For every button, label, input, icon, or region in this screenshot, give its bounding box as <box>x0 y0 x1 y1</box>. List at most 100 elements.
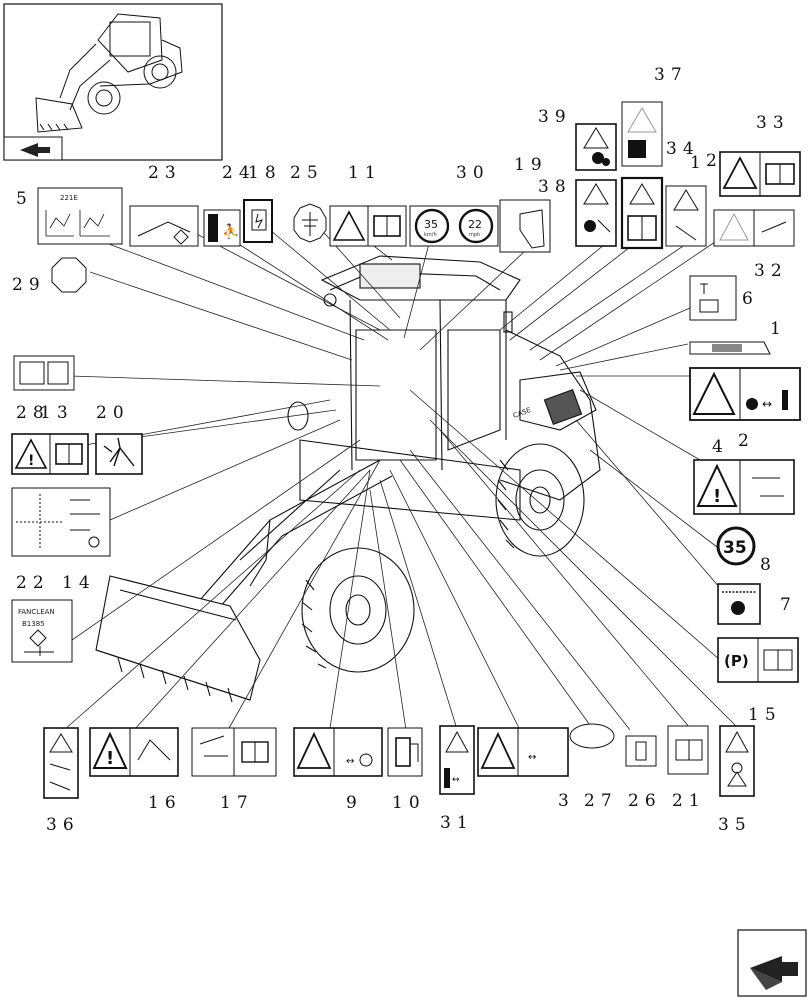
callout-17: 17 <box>220 793 254 813</box>
decal-9-arrow-icon: ↔ <box>346 756 354 767</box>
decal-22: FANCLEAN B1385 <box>11 599 73 663</box>
thumbnail-arrow-icon <box>20 143 50 157</box>
decal-8: 35 <box>716 526 756 566</box>
decal-15: (P) <box>717 637 799 683</box>
decal-19 <box>499 199 551 253</box>
callout-3: 3 <box>558 791 575 811</box>
decal-21 <box>667 725 709 775</box>
decal-24: ⛹ <box>203 209 241 247</box>
decal-4-exclaim: ! <box>713 486 721 507</box>
callout-6: 6 <box>742 289 759 309</box>
callout-1-top: 1 <box>690 153 707 173</box>
decal-31-arrow-icon: ↔ <box>452 775 460 785</box>
decal-30: 35 km/h 22 mph <box>409 205 499 247</box>
decal-14 <box>11 487 111 557</box>
decal-5: 221E <box>37 187 123 245</box>
decal-4: ! <box>693 459 795 515</box>
decal-3: ↔ <box>477 727 569 777</box>
decal-29 <box>51 257 87 293</box>
callout-30: 30 <box>456 163 490 183</box>
callout-4: 4 <box>712 437 729 457</box>
decal-22-line2: B1385 <box>22 620 45 628</box>
decal-36 <box>43 727 79 799</box>
decal-39 <box>575 123 617 171</box>
speed-mph-value: 22 <box>468 218 482 231</box>
decal-27 <box>569 723 615 749</box>
decal-32 <box>713 209 795 247</box>
decal-17 <box>191 727 277 777</box>
callout-33: 33 <box>756 113 790 133</box>
decal-20 <box>95 433 143 475</box>
callout-36: 36 <box>46 815 80 835</box>
callout-37: 37 <box>654 65 688 85</box>
callout-32: 32 <box>754 261 788 281</box>
decal-24-figure-icon: ⛹ <box>222 222 239 240</box>
callout-9: 9 <box>346 793 363 813</box>
callout-10: 10 <box>392 793 426 813</box>
decal-37 <box>621 101 663 167</box>
decal-11 <box>329 205 407 247</box>
callout-11: 11 <box>348 163 382 183</box>
callout-20: 20 <box>96 403 130 423</box>
speed-kmh-value: 35 <box>424 218 438 231</box>
loader-main-drawing: CASE <box>95 255 601 703</box>
decal-5-model: 221E <box>60 194 78 202</box>
decal-38 <box>575 179 617 247</box>
callout-28: 28 <box>16 403 50 423</box>
overview-thumbnail <box>3 3 223 161</box>
callout-16: 16 <box>148 793 182 813</box>
callout-7: 7 <box>780 595 797 615</box>
brand-label: CASE <box>512 406 532 420</box>
decal-35 <box>719 725 755 797</box>
next-arrow-icon <box>750 956 798 990</box>
callout-5: 5 <box>16 189 33 209</box>
decal-25 <box>293 203 327 243</box>
decal-33 <box>719 151 801 197</box>
speed-kmh-unit: km/h <box>424 232 437 238</box>
decal-3-arrow-icon: ↔ <box>528 752 536 763</box>
decal-8-speed: 35 <box>723 538 747 558</box>
callout-1-right: 1 <box>770 319 787 339</box>
decal-10 <box>387 727 423 777</box>
callout-13: 13 <box>40 403 74 423</box>
callout-22: 22 <box>16 573 50 593</box>
callout-15: 15 <box>748 705 782 725</box>
callout-38: 38 <box>538 177 572 197</box>
callout-21: 21 <box>672 791 706 811</box>
next-page-arrow[interactable] <box>737 929 807 997</box>
callout-2-top: 2 <box>706 151 723 171</box>
decal-16: ! <box>89 727 179 777</box>
decal-18 <box>243 199 273 243</box>
callout-19: 19 <box>514 155 548 175</box>
decal-28 <box>13 355 75 391</box>
decal-34 <box>620 176 664 250</box>
decal-1-right <box>689 341 771 355</box>
callout-29: 29 <box>12 275 46 295</box>
callout-24: 24 <box>222 163 256 183</box>
callout-34: 34 <box>666 139 700 159</box>
callout-26: 26 <box>628 791 662 811</box>
decal-9: ↔ <box>293 727 383 777</box>
decal-6 <box>689 275 737 321</box>
callout-18: 18 <box>248 163 282 183</box>
callout-14: 14 <box>62 573 96 593</box>
decal-7 <box>717 583 761 625</box>
callout-23: 23 <box>148 163 182 183</box>
decal-26 <box>625 735 657 767</box>
decal-22-line1: FANCLEAN <box>18 608 55 616</box>
decal-15-parking: (P) <box>724 652 749 670</box>
decal-2-arrow-icon: ↔ <box>762 397 772 411</box>
decal-16-exclaim: ! <box>106 748 114 769</box>
callout-25: 25 <box>290 163 324 183</box>
speed-mph-unit: mph <box>469 232 480 238</box>
decal-1-top <box>665 185 707 247</box>
decal-13: ! <box>11 433 89 475</box>
decal-2: ↔ <box>689 367 801 421</box>
callout-39: 39 <box>538 107 572 127</box>
callout-31: 31 <box>440 813 474 833</box>
decal-13-exclaim: ! <box>28 453 34 469</box>
callout-8: 8 <box>760 555 777 575</box>
callout-27: 27 <box>584 791 618 811</box>
decal-23 <box>129 205 199 247</box>
